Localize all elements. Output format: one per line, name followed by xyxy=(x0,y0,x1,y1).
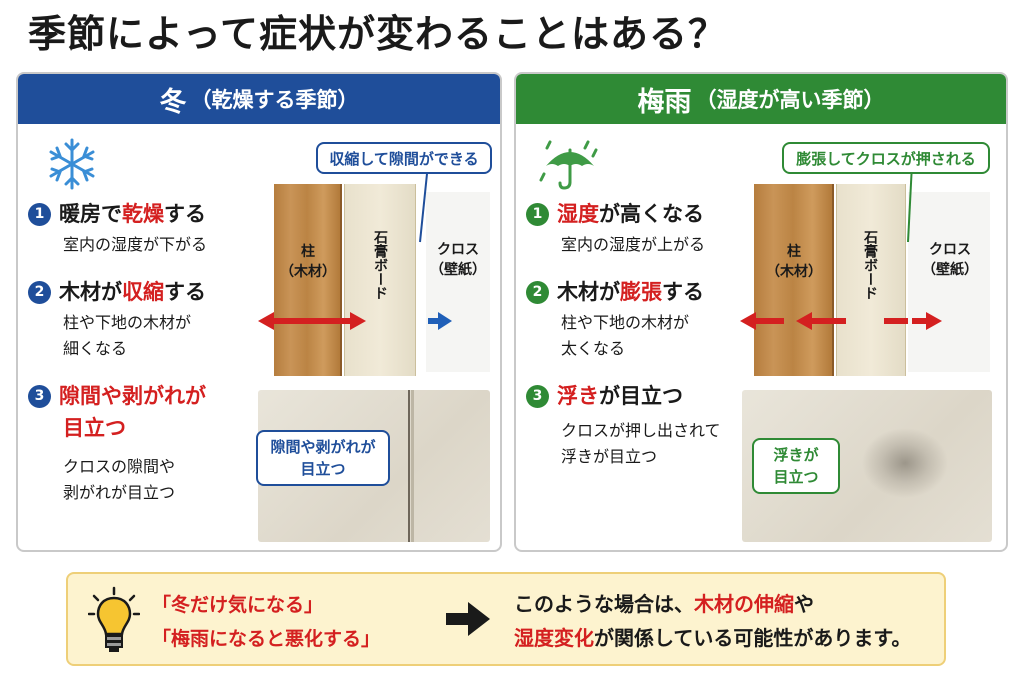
lightbulb-icon xyxy=(88,586,140,652)
rainy-wood-label: 柱 （木材） xyxy=(766,244,822,280)
winter-wood-label: 柱 （木材） xyxy=(280,244,336,280)
rainy-gypsum-board xyxy=(836,184,906,376)
winter-top-callout: 収縮して隙間ができる xyxy=(316,142,492,174)
rainy-wallpaper xyxy=(908,192,990,372)
right-arrow-icon xyxy=(446,602,490,636)
rainy-step-2: 2 木材が膨張する xyxy=(526,278,704,306)
winter-step-3-desc-1: クロスの隙間や xyxy=(63,457,176,476)
step-number: 3 xyxy=(526,384,549,408)
rainy-callout-pointer xyxy=(907,164,913,243)
rainy-step-3-desc-1: クロスが押し出されて xyxy=(561,421,721,440)
winter-callout-pointer xyxy=(419,164,429,243)
rainy-header-sub: （湿度が高い季節） xyxy=(695,88,885,112)
winter-panel: 冬 （乾燥する季節） 1 暖房で乾燥する 室内の湿度が下がる 2 木材が収縮する… xyxy=(16,72,502,552)
snowflake-icon xyxy=(49,138,95,190)
winter-step-1: 1 暖房で乾燥する xyxy=(28,200,206,228)
winter-gypsum-board xyxy=(344,184,416,376)
rainy-top-callout: 膨張してクロスが押される xyxy=(782,142,990,174)
summary-quote-2: 「梅雨になると悪化する」 xyxy=(152,628,381,650)
winter-step-3-line2: 目立つ xyxy=(63,416,126,440)
summary-note: 「冬だけ気になる」 「梅雨になると悪化する」 このような場合は、木材の伸縮や 湿… xyxy=(66,572,946,666)
winter-wood-stud xyxy=(274,184,342,376)
winter-header-main: 冬 xyxy=(159,86,187,118)
rainy-step-1-desc: 室内の湿度が上がる xyxy=(561,235,706,254)
umbrella-rain-icon xyxy=(539,140,598,190)
step-number: 2 xyxy=(28,280,51,304)
wall-gap-line xyxy=(408,390,410,542)
step-number: 3 xyxy=(28,384,51,408)
summary-line-1: このような場合は、木材の伸縮や xyxy=(514,592,814,616)
step-number: 1 xyxy=(28,202,51,226)
winter-step-3-desc-2: 剥がれが目立つ xyxy=(63,483,176,502)
summary-quote-1: 「冬だけ気になる」 xyxy=(152,594,324,616)
winter-header-sub: （乾燥する季節） xyxy=(190,88,359,112)
rainy-panel: 梅雨 （湿度が高い季節） 1 湿度が高くなる 室内の湿度が上がる 2 木材が膨張… xyxy=(514,72,1008,552)
winter-board-label: 石膏ボード xyxy=(372,230,388,300)
winter-step-1-desc: 室内の湿度が下がる xyxy=(63,235,208,254)
rainy-wood-stud xyxy=(754,184,834,376)
winter-cloth-label: クロス （壁紙） xyxy=(430,242,486,278)
rainy-board-label: 石膏ボード xyxy=(862,230,878,300)
winter-shrink-arrows xyxy=(258,312,452,330)
wall-bulge xyxy=(862,428,948,498)
rainy-header-main: 梅雨 xyxy=(637,86,692,118)
winter-step-2-desc-2: 細くなる xyxy=(63,339,128,358)
rainy-cloth-label: クロス （壁紙） xyxy=(922,242,978,278)
winter-step-2-desc-1: 柱や下地の木材が xyxy=(63,313,192,332)
winter-step-3: 3 隙間や剥がれが xyxy=(28,382,206,410)
rainy-photo-callout: 浮きが 目立つ xyxy=(752,438,840,494)
winter-header: 冬 （乾燥する季節） xyxy=(18,74,500,124)
step-number: 2 xyxy=(526,280,549,304)
winter-wallpaper xyxy=(426,192,490,372)
rainy-step-2-desc-1: 柱や下地の木材が xyxy=(561,313,690,332)
step-number: 1 xyxy=(526,202,549,226)
rainy-step-3-desc-2: 浮きが目立つ xyxy=(561,447,658,466)
wall-gap-shadow xyxy=(411,390,414,542)
rainy-step-3: 3 浮きが目立つ xyxy=(526,382,683,410)
rainy-step-2-desc-2: 太くなる xyxy=(561,339,626,358)
rainy-header: 梅雨 （湿度が高い季節） xyxy=(516,74,1006,124)
rainy-step-1: 1 湿度が高くなる xyxy=(526,200,704,228)
winter-step-2: 2 木材が収縮する xyxy=(28,278,206,306)
rainy-expand-arrows xyxy=(740,312,942,330)
page-title: 季節によって症状が変わることはある？ xyxy=(28,12,727,56)
winter-photo-callout: 隙間や剥がれが 目立つ xyxy=(256,430,390,486)
summary-line-2: 湿度変化が関係している可能性があります。 xyxy=(514,626,912,650)
